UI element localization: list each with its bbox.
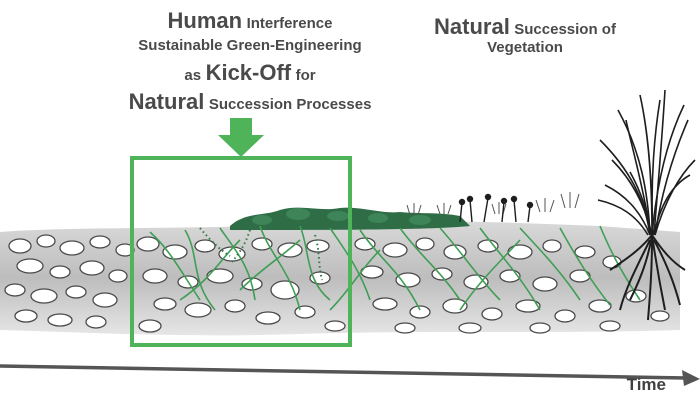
natural-succession-heading: Natural Succession of Vegetation [425,14,625,58]
vegetation-word: Vegetation [487,39,563,57]
human-word: Human [167,8,243,33]
natural-word-right: Natural [434,14,510,39]
natural-word: Natural [128,89,205,115]
succession-processes-word: Succession Processes [208,96,372,114]
for-word: for [295,66,316,84]
dotted-roots [199,227,323,281]
green-engineering-line: Sustainable Green-Engineering [138,37,362,55]
time-axis [0,364,700,386]
tree-roots [609,234,686,321]
as-word: as [184,66,202,84]
down-arrow-icon [218,118,264,157]
interference-word: Interference [246,15,333,32]
tree-foliage [597,89,696,236]
time-label: Time [626,375,666,394]
grass-tufts [406,192,580,216]
green-engineering-frame [130,156,352,347]
succession-of-word: Succession of [514,21,616,38]
pioneer-plants [458,193,534,223]
kickoff-word: Kick-Off [205,59,292,85]
human-interference-heading: Human Interference Sustainable Green-Eng… [100,8,400,119]
